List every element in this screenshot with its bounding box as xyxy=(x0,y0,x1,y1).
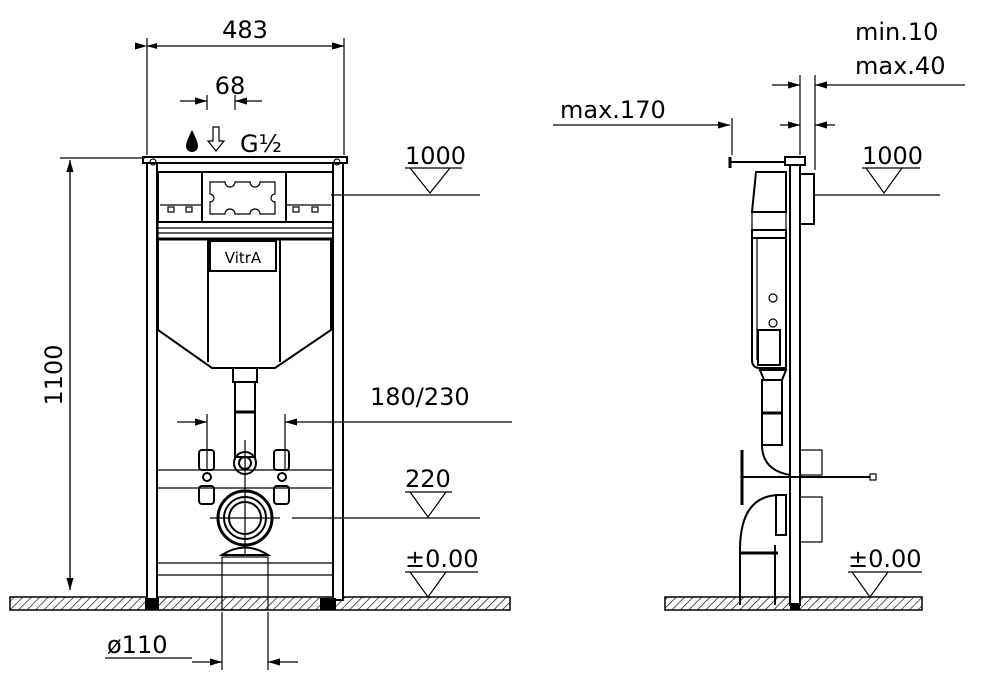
floor-level-front: ±0.00 xyxy=(405,545,479,573)
max-depth-dimension: max.40 xyxy=(855,52,945,80)
side-view: min.10 max.40 max.170 1000 ±0.00 xyxy=(553,18,965,611)
outlet-diameter-dimension: ø110 xyxy=(107,631,168,659)
brand-logo: VitrA xyxy=(225,249,262,267)
max-projection-dimension: max.170 xyxy=(560,96,666,124)
outlet-height-dimension: 220 xyxy=(405,465,451,493)
inlet-arrow-icon xyxy=(206,126,226,152)
frame-right-post xyxy=(332,159,344,601)
frame-left-post xyxy=(146,159,158,601)
inlet-thread-label: G½ xyxy=(240,130,282,158)
inlet-offset-dimension: 68 xyxy=(215,72,246,100)
frame-side-post xyxy=(789,157,801,606)
frame-top-bar xyxy=(142,156,348,164)
height-dimension: 1100 xyxy=(40,344,68,405)
front-view: VitrA 483 68 G½ 11 xyxy=(9,16,512,670)
floor-hatch-front xyxy=(9,596,511,611)
cistern-side xyxy=(750,171,787,213)
water-drop-icon xyxy=(186,130,198,152)
cistern-level-side: 1000 xyxy=(862,142,923,170)
brand-plate xyxy=(209,240,277,272)
cistern-level-dimension: 1000 xyxy=(405,142,466,170)
bolt-spacing-dimension: 180/230 xyxy=(370,383,470,411)
width-dimension: 483 xyxy=(222,16,268,44)
floor-level-side: ±0.00 xyxy=(848,545,922,573)
outlet-bend-side xyxy=(739,494,781,605)
min-depth-dimension: min.10 xyxy=(855,18,938,46)
